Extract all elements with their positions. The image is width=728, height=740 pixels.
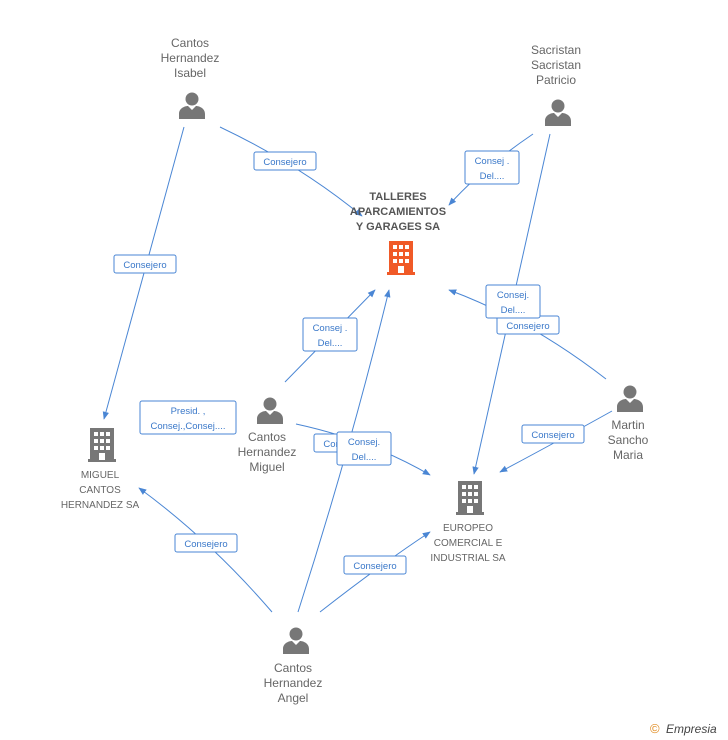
edge-label-angel-europeo[interactable]: Consejero [343,555,407,575]
svg-text:Isabel: Isabel [174,66,206,80]
person-node-angel[interactable]: Cantos Hernandez Angel [264,627,323,706]
person-node-patricio[interactable]: Sacristan Sacristan Patricio [531,43,581,126]
company-node-europeo[interactable]: EUROPEO COMERCIAL E INDUSTRIAL SA [430,481,506,564]
svg-text:Consej.,Consej....: Consej.,Consej.... [151,421,226,432]
svg-text:Del....: Del.... [352,452,377,463]
edge-label-isabel-talleres[interactable]: Consejero [253,151,317,171]
edge-label-patricio-talleres[interactable]: Consej . Del.... [464,150,520,185]
svg-text:Y GARAGES SA: Y GARAGES SA [356,221,440,233]
edge-isabel-talleres [219,126,363,217]
svg-text:Consejero: Consejero [353,561,396,572]
svg-text:Consejero: Consejero [506,321,549,332]
svg-text:MIGUEL: MIGUEL [81,470,120,481]
edge-label-isabel-miguelsa[interactable]: Consejero [113,254,177,274]
svg-text:Sacristan: Sacristan [531,43,581,57]
svg-text:HERNANDEZ SA: HERNANDEZ SA [61,500,140,511]
svg-text:Consej .: Consej . [475,156,510,167]
person-icon [257,397,283,424]
person-icon [617,385,643,412]
svg-text:Hernandez: Hernandez [161,51,220,65]
svg-text:Consejero: Consejero [123,260,166,271]
svg-text:Cantos: Cantos [274,661,312,675]
building-icon [88,428,116,462]
svg-text:Martin: Martin [611,418,644,432]
person-node-martin[interactable]: Martin Sancho Maria [608,385,649,463]
svg-text:Consej.: Consej. [497,290,529,301]
edge-label-martin-europeo[interactable]: Consejero [521,424,585,444]
copyright-symbol: © [650,721,660,736]
brand-logo-text: Empresia [666,722,717,736]
edge-label-miguel-talleres[interactable]: Consej . Del.... [302,317,358,352]
svg-text:Del....: Del.... [480,171,505,182]
edge-labels: Consejero Consejero Consej . Del.... Con… [113,150,585,575]
svg-text:Del....: Del.... [318,338,343,349]
person-icon [545,99,571,126]
building-icon [456,481,484,515]
company-node-talleres[interactable]: TALLERES APARCAMIENTOS Y GARAGES SA [350,191,446,275]
svg-text:Consejero: Consejero [184,539,227,550]
person-icon [179,92,205,119]
edge-label-miguel-miguelsa[interactable]: Presid. , Consej.,Consej.... [139,400,237,435]
svg-text:Del....: Del.... [501,305,526,316]
svg-text:Consej .: Consej . [313,323,348,334]
svg-text:COMERCIAL E: COMERCIAL E [434,538,503,549]
company-node-miguel-cantos-sa[interactable]: MIGUEL CANTOS HERNANDEZ SA [61,428,140,511]
edge-label-martin-talleres[interactable]: Consejero [496,315,560,335]
svg-text:Sancho: Sancho [608,433,649,447]
person-icon [283,627,309,654]
svg-text:INDUSTRIAL SA: INDUSTRIAL SA [430,553,506,564]
svg-text:CANTOS: CANTOS [79,485,121,496]
building-icon [387,241,415,275]
edge-label-angel-talleres[interactable]: Consej. Del.... [336,431,392,466]
svg-text:Presid. ,: Presid. , [171,406,206,417]
person-node-isabel[interactable]: Cantos Hernandez Isabel [161,36,220,119]
svg-text:Maria: Maria [613,448,643,462]
svg-text:Consejero: Consejero [531,430,574,441]
svg-text:Consej.: Consej. [348,437,380,448]
svg-text:TALLERES: TALLERES [369,191,426,203]
svg-text:Consejero: Consejero [263,157,306,168]
footer-brand: © Empresia [650,721,717,736]
svg-text:Hernandez: Hernandez [264,676,323,690]
svg-text:Patricio: Patricio [536,73,576,87]
svg-text:Hernandez: Hernandez [238,445,297,459]
svg-text:Miguel: Miguel [249,460,284,474]
svg-text:APARCAMIENTOS: APARCAMIENTOS [350,206,446,218]
svg-text:Angel: Angel [278,691,309,705]
person-node-miguel[interactable]: Cantos Hernandez Miguel [238,397,297,475]
svg-text:Cantos: Cantos [171,36,209,50]
edge-label-angel-miguelsa[interactable]: Consejero [174,533,238,553]
svg-text:Cantos: Cantos [248,430,286,444]
svg-text:Sacristan: Sacristan [531,58,581,72]
svg-text:EUROPEO: EUROPEO [443,523,493,534]
edge-label-patricio-europeo[interactable]: Consej. Del.... [485,284,541,319]
